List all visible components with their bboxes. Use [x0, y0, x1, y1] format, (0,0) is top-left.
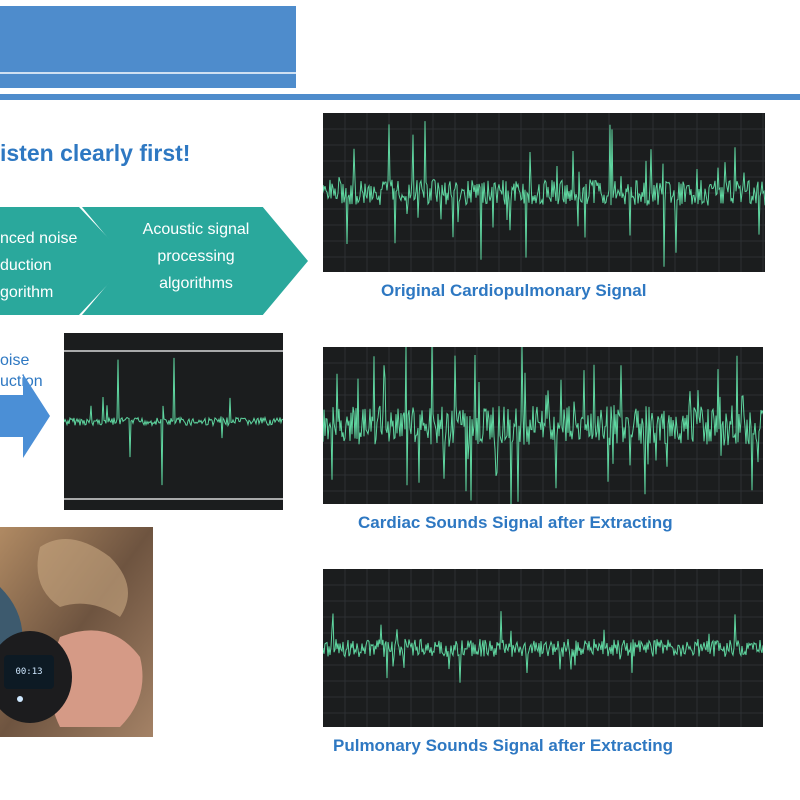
- step1-line: gorithm: [0, 284, 54, 301]
- original-waveform: [323, 113, 765, 272]
- original-signal-caption: Original Cardiopulmonary Signal: [381, 281, 647, 300]
- step1-line: nced noise: [0, 230, 78, 247]
- device-photo: 00:13: [0, 527, 153, 737]
- waveform-trace: [64, 357, 283, 486]
- waveform-trace: [323, 121, 765, 267]
- device-button-icon: [17, 696, 23, 702]
- device-photo-illustration: 00:13: [0, 527, 153, 737]
- title-bar: [0, 6, 296, 88]
- header-rule: [0, 94, 800, 100]
- filtered-waveform: [64, 350, 283, 500]
- step2-line: algorithms: [159, 275, 233, 292]
- cardiac-signal-panel: [323, 347, 763, 504]
- step2-line: processing: [157, 248, 235, 265]
- process-step-noise-reduction-label: nced noise duction gorithm: [0, 225, 100, 306]
- pulmonary-waveform: [323, 569, 763, 727]
- cardiac-signal-caption: Cardiac Sounds Signal after Extracting: [358, 513, 673, 532]
- step1-line: duction: [0, 257, 52, 274]
- pulmonary-signal-caption: Pulmonary Sounds Signal after Extracting: [333, 736, 674, 755]
- step2-line: Acoustic signal: [142, 221, 250, 238]
- process-step-acoustic-processing-label: Acoustic signal processing algorithms: [118, 216, 274, 297]
- waveform-trace: [323, 611, 763, 683]
- filtered-signal-panel: [64, 333, 283, 510]
- original-signal-panel: [323, 113, 765, 272]
- waveform-trace: [323, 347, 763, 504]
- pulmonary-signal-panel: [323, 569, 763, 727]
- device-readout: 00:13: [15, 667, 42, 677]
- noise-label-line: uction: [0, 373, 43, 390]
- device-screen: [4, 655, 54, 689]
- hand-shape: [50, 630, 143, 727]
- noise-reduction-label: oise uction: [0, 350, 60, 392]
- slide-headline: isten clearly first!: [0, 140, 191, 166]
- noise-label-line: oise: [0, 352, 30, 369]
- title-bar-underline: [0, 72, 296, 74]
- panel-grid: [323, 347, 763, 504]
- fabric-pattern: [37, 539, 128, 617]
- cardiac-waveform: [323, 347, 763, 504]
